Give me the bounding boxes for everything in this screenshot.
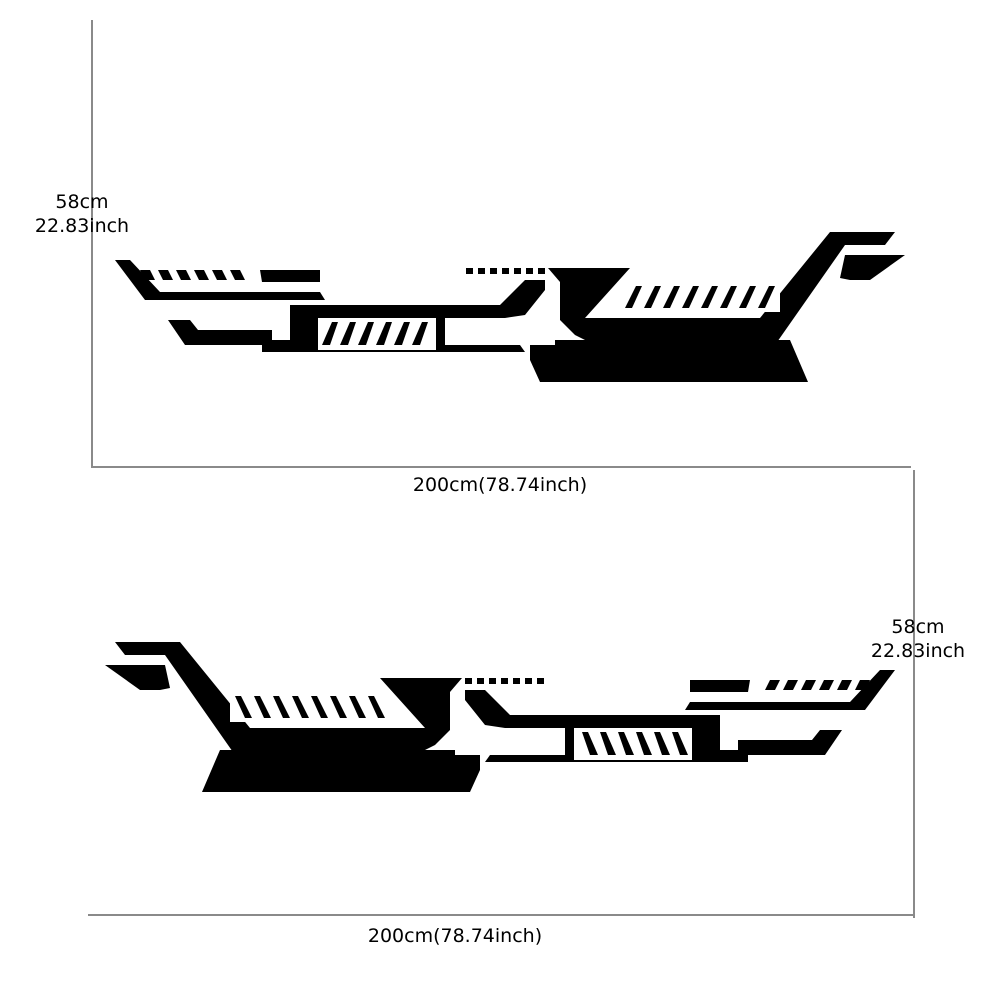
top-center-hatch xyxy=(322,322,428,345)
top-right-lower xyxy=(530,340,808,382)
top-width-guide-line xyxy=(91,466,911,468)
top-decal-graphic xyxy=(115,232,905,382)
bottom-width-label: 200cm(78.74inch) xyxy=(367,925,543,947)
top-left-hatch xyxy=(140,270,245,280)
bottom-width-guide-line xyxy=(88,914,914,916)
top-height-guide-line xyxy=(91,20,93,468)
bottom-decal-graphic xyxy=(105,642,895,792)
top-right-top-arm xyxy=(840,255,905,280)
top-dash-row xyxy=(466,268,545,274)
top-left-hook xyxy=(168,320,272,345)
top-height-inch: 22.83inch xyxy=(34,215,130,237)
top-left-arm xyxy=(115,260,325,300)
top-height-cm: 58cm xyxy=(55,191,109,213)
bottom-height-cm: 58cm xyxy=(891,616,945,638)
bottom-height-inch: 22.83inch xyxy=(870,640,966,662)
bottom-height-label: 58cm 22.83inch xyxy=(858,615,978,663)
top-right-body xyxy=(548,232,895,345)
bottom-height-guide-line xyxy=(913,470,915,918)
top-height-label: 58cm 22.83inch xyxy=(30,190,134,238)
top-width-label: 200cm(78.74inch) xyxy=(412,474,588,496)
top-left-bar xyxy=(260,270,320,282)
top-right-hatch xyxy=(625,286,775,308)
